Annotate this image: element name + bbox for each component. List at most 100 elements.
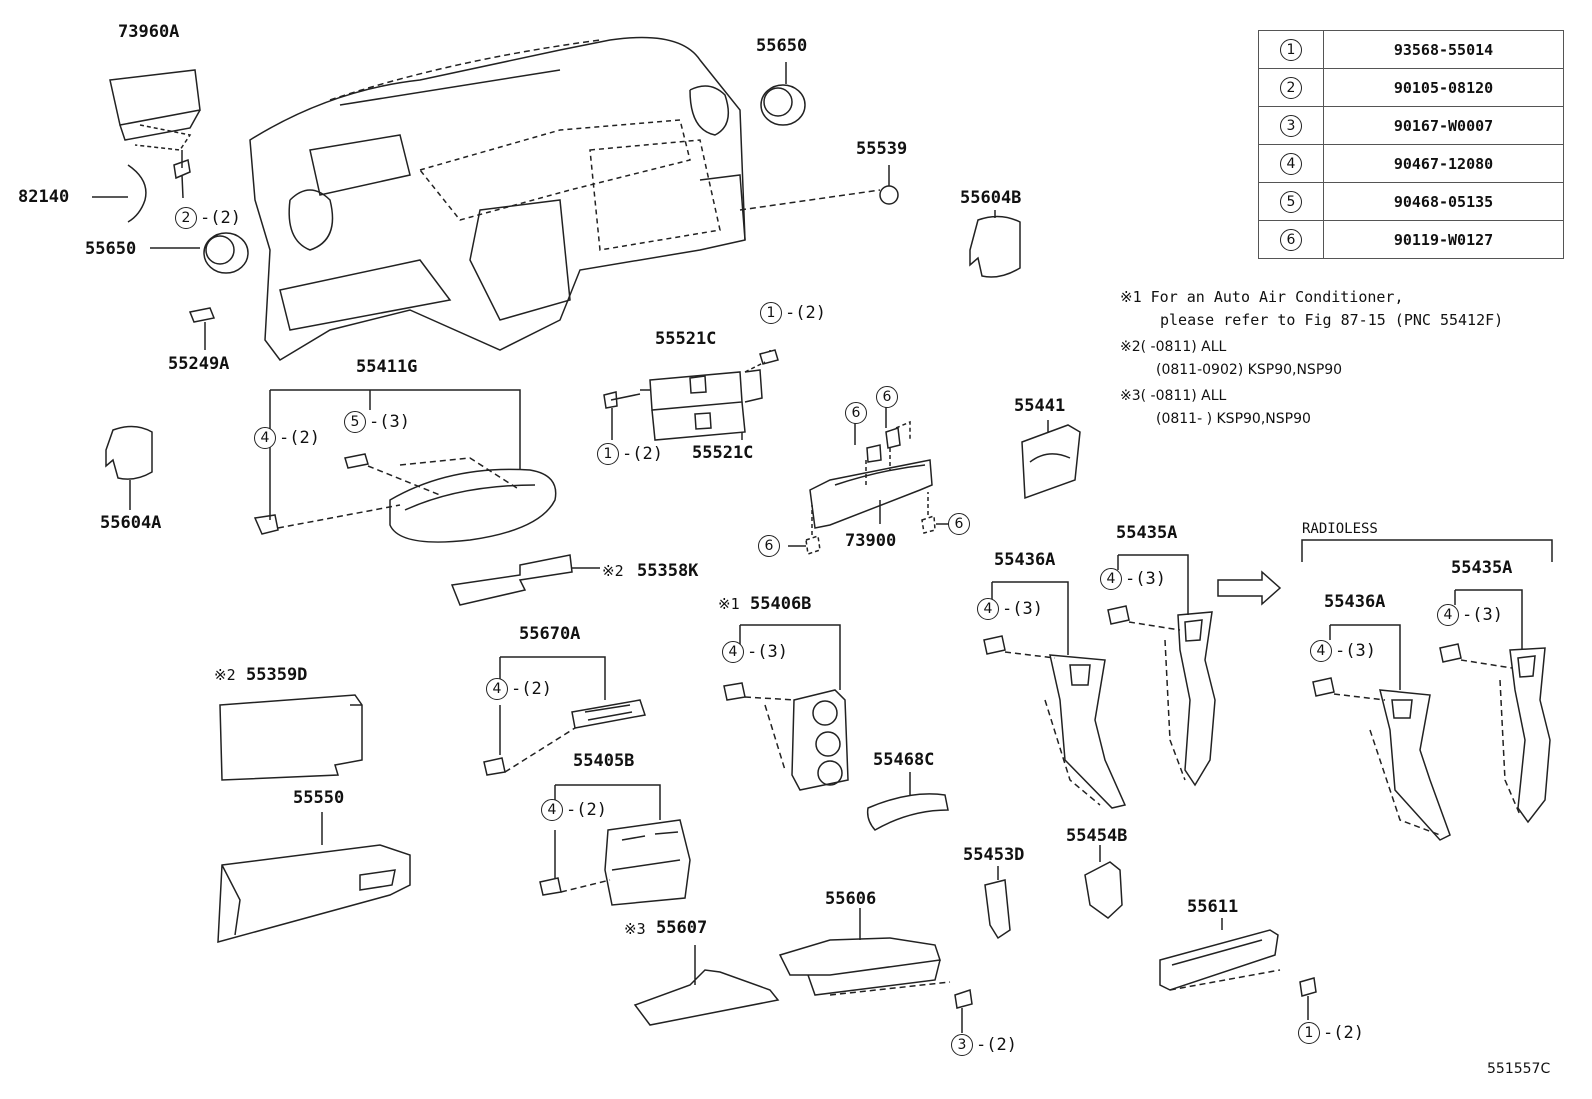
label-55405B: 55405B — [573, 751, 635, 771]
table-cell-index: 2 — [1258, 68, 1324, 107]
55650-top-vent — [760, 62, 806, 126]
fastener-callout: 4-(2) — [254, 427, 320, 449]
label-55521C-top: 55521C — [655, 329, 717, 349]
wire-82140 — [92, 164, 147, 223]
55435A-right-trim — [1439, 589, 1551, 824]
label-55606: 55606 — [825, 889, 877, 909]
callout-qty: -(2) — [785, 303, 826, 323]
callout-qty: -(2) — [511, 679, 552, 699]
label-55454B: 55454B — [1066, 826, 1128, 846]
table-cell-part-no: 90105-08120 — [1323, 68, 1564, 107]
fastener-callout: 2-(2) — [175, 207, 241, 229]
55670A-vent — [483, 656, 646, 776]
figure-id: 551557C — [1487, 1061, 1551, 1077]
note-3-line-2: (0811- ) KSP90,NSP90 — [1156, 411, 1311, 427]
callout-qty: -(2) — [1323, 1023, 1364, 1043]
label-55650-left: 55650 — [85, 239, 137, 259]
label-55436A-right: 55436A — [1324, 592, 1386, 612]
55406B-control — [723, 624, 849, 791]
55359D-sheet — [219, 694, 363, 781]
label-55435A-left: 55435A — [1116, 523, 1178, 543]
55539-knob — [739, 165, 899, 211]
fastener-callout: 4-(3) — [1100, 568, 1166, 590]
callout-qty: -(2) — [622, 444, 663, 464]
55436A-right-trim — [1312, 624, 1451, 841]
label-55435A-right: 55435A — [1451, 558, 1513, 578]
callout-number: 4 — [1310, 640, 1332, 662]
55606-bracket — [778, 908, 973, 1033]
label-55604A: 55604A — [100, 513, 162, 533]
label-55670A: 55670A — [519, 624, 581, 644]
callout-qty: -(2) — [200, 208, 241, 228]
55453D-part — [984, 866, 1011, 940]
callout-number: 4 — [722, 641, 744, 663]
fastener-callout: 4-(2) — [486, 678, 552, 700]
label-55453D: 55453D — [963, 845, 1025, 865]
fastener-callout: 4-(3) — [1310, 640, 1376, 662]
callout-qty: -(3) — [1335, 641, 1376, 661]
mark-55406B: ※1 — [718, 595, 740, 613]
fastener-callout: 6 — [845, 402, 870, 424]
55650-left-vent — [150, 232, 249, 274]
callout-number: 4 — [486, 678, 508, 700]
callout-number: 6 — [948, 513, 970, 535]
label-82140: 82140 — [18, 187, 70, 207]
table-index: 6 — [1280, 228, 1302, 251]
callout-number: 4 — [977, 598, 999, 620]
note-2-line-1: ※2( -0811) ALL — [1120, 339, 1227, 355]
55607-bracket — [633, 945, 780, 1026]
bolt-73960A — [173, 158, 191, 199]
fastener-callout: 6 — [876, 386, 901, 408]
table-index: 2 — [1280, 76, 1302, 99]
callout-number: 6 — [758, 535, 780, 557]
callout-number: 4 — [541, 799, 563, 821]
instrument-panel-outline — [249, 36, 746, 361]
55521C-switches — [603, 349, 779, 441]
label-55411G: 55411G — [356, 357, 418, 377]
fastener-callout: 6 — [948, 513, 973, 535]
table-index: 4 — [1280, 152, 1302, 175]
fastener-callout: 4-(3) — [722, 641, 788, 663]
55468C-garnish — [866, 772, 949, 831]
radioless-bracket — [1301, 539, 1553, 562]
label-55406B: 55406B — [750, 594, 812, 614]
label-55468C: 55468C — [873, 750, 935, 770]
table-cell-index: 5 — [1258, 182, 1324, 221]
callout-qty: -(2) — [566, 800, 607, 820]
fastener-callout: 4-(3) — [1437, 604, 1503, 626]
table-cell-part-no: 93568-55014 — [1323, 30, 1564, 69]
label-55436A-left: 55436A — [994, 550, 1056, 570]
callout-qty: -(3) — [1462, 605, 1503, 625]
callout-qty: -(3) — [747, 642, 788, 662]
55604B-shape — [969, 210, 1021, 278]
fastener-callout: 1-(2) — [597, 443, 663, 465]
table-cell-index: 1 — [1258, 30, 1324, 69]
callout-number: 6 — [876, 386, 898, 408]
table-cell-index: 3 — [1258, 106, 1324, 145]
table-cell-index: 6 — [1258, 220, 1324, 259]
fastener-callout: 4-(2) — [541, 799, 607, 821]
label-55249A: 55249A — [168, 354, 230, 374]
55441-box — [1021, 420, 1081, 500]
callout-number: 4 — [254, 427, 276, 449]
callout-number: 1 — [760, 302, 782, 324]
callout-number: 3 — [951, 1034, 973, 1056]
note-1-line-1: ※1 For an Auto Air Conditioner, — [1120, 288, 1404, 306]
note-2-line-2: (0811-0902) KSP90,NSP90 — [1156, 362, 1343, 378]
mark-55358K: ※2 — [602, 562, 624, 580]
55604A-shape — [105, 425, 153, 510]
callout-qty: -(3) — [369, 412, 410, 432]
table-cell-part-no: 90167-W0007 — [1323, 106, 1564, 145]
55405B-bezel — [539, 784, 691, 906]
note-1-line-2: please refer to Fig 87-15 (PNC 55412F) — [1160, 311, 1504, 329]
label-73900: 73900 — [845, 531, 897, 551]
callout-number: 4 — [1437, 604, 1459, 626]
label-55521C-bottom: 55521C — [692, 443, 754, 463]
